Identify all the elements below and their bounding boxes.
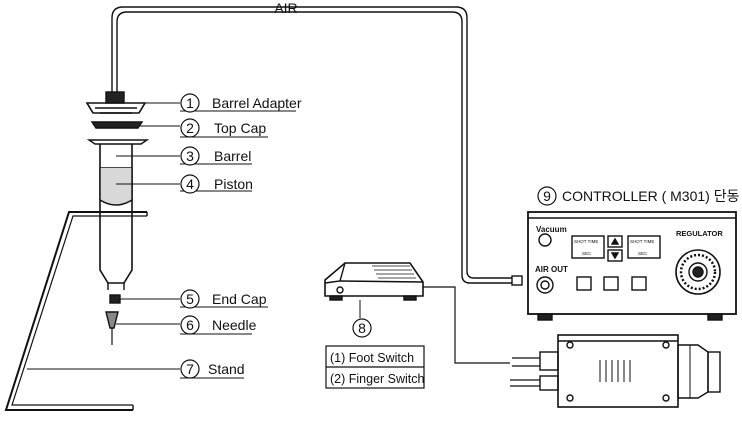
display-right (627, 235, 661, 259)
controller-unit (527, 211, 737, 321)
air-label: AIR (274, 0, 297, 16)
part-number-5: 5 (186, 291, 194, 307)
display-left-unit: SEC (582, 251, 592, 256)
part-callout-4: 4 Piston (180, 174, 253, 194)
part-callout-7: 7 Stand (180, 359, 245, 379)
display-left (571, 235, 605, 259)
switch-options-box (325, 345, 425, 389)
air-hose (111, 6, 523, 286)
cable-box (510, 334, 721, 408)
leader-lines (27, 102, 180, 370)
part-number-3: 3 (186, 148, 194, 164)
part-label-needle: Needle (212, 317, 257, 333)
part-number-6: 6 (186, 317, 194, 333)
stand (4, 211, 148, 411)
part-label-end-cap: End Cap (212, 291, 267, 307)
switch-option-finger: (2) Finger Switch (330, 372, 425, 386)
part-number-1: 1 (186, 95, 194, 111)
vacuum-label: Vacuum (536, 225, 567, 234)
needle (105, 311, 119, 345)
controller-callout: 9 CONTROLLER ( M301) 단동 Vacuum AIR OUT R… (535, 186, 740, 274)
controller-title: CONTROLLER ( M301) 단동 (562, 188, 740, 204)
part-label-barrel-adapter: Barrel Adapter (212, 95, 302, 111)
part-number-9: 9 (543, 188, 551, 204)
part-number-7: 7 (186, 361, 194, 377)
switch-option-foot: (1) Foot Switch (330, 351, 414, 365)
display-right-label: SHOT TIME (630, 239, 654, 244)
control-button-1 (576, 276, 592, 291)
part-callout-6: 6 Needle (180, 315, 257, 335)
control-button-3 (631, 276, 647, 291)
part-callouts: 1 Barrel Adapter 2 Top Cap 3 Barrel 4 Pi… (180, 93, 302, 379)
air-out-port (536, 276, 554, 294)
vacuum-port (538, 233, 552, 247)
air-out-label: AIR OUT (535, 265, 568, 274)
display-right-unit: SEC (638, 251, 648, 256)
part-label-stand: Stand (208, 361, 245, 377)
part-callout-1: 1 Barrel Adapter (180, 93, 302, 113)
part-label-piston: Piston (214, 176, 253, 192)
part-number-4: 4 (186, 176, 194, 192)
barrel (86, 139, 150, 290)
part-label-barrel: Barrel (214, 148, 251, 164)
part-callout-2: 2 Top Cap (180, 118, 266, 138)
switch-callout: 8 (1) Foot Switch (2) Finger Switch (330, 318, 425, 386)
foot-switch (324, 262, 424, 318)
regulator-label: REGULATOR (676, 229, 723, 238)
part-number-2: 2 (186, 120, 194, 136)
top-cap (90, 121, 144, 129)
part-label-top-cap: Top Cap (214, 120, 266, 136)
end-cap (109, 294, 121, 304)
display-left-label: SHOT TIME (574, 239, 598, 244)
part-callout-5: 5 End Cap (180, 289, 267, 309)
part-number-8: 8 (358, 320, 366, 336)
control-button-2 (603, 276, 619, 291)
regulator-knob-icon (675, 249, 721, 295)
foot-switch-cable (423, 286, 510, 364)
part-callout-3: 3 Barrel (180, 146, 251, 166)
